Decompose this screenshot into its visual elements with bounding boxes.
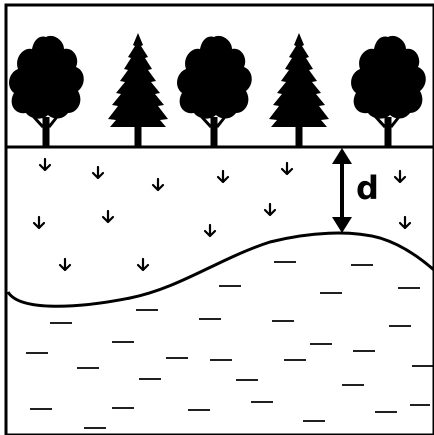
depth-label: d (356, 169, 379, 207)
